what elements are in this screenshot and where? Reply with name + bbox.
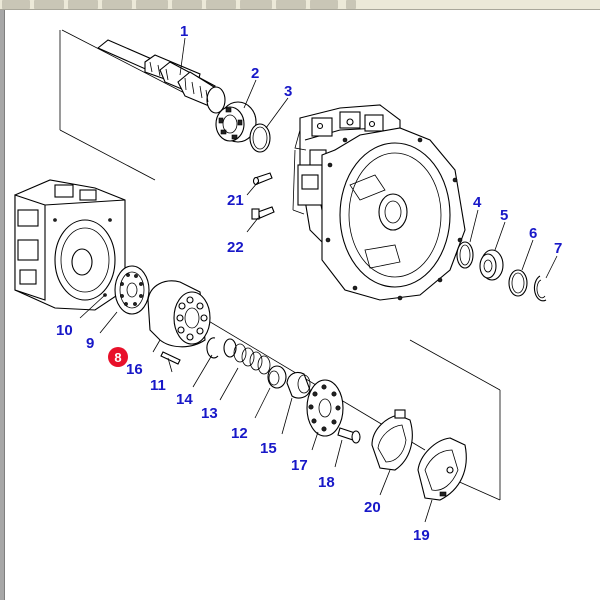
callout-2[interactable]: 2 xyxy=(251,65,259,82)
parts-diagram: 1 2 3 4 5 6 7 9 10 11 12 13 14 15 16 17 … xyxy=(5,10,600,600)
callout-10[interactable]: 10 xyxy=(56,322,73,339)
menu-item[interactable] xyxy=(102,0,132,9)
bearing-part xyxy=(215,101,257,143)
menu-item[interactable] xyxy=(136,0,168,9)
callout-20[interactable]: 20 xyxy=(364,499,381,516)
retainer-plate-part xyxy=(306,379,344,437)
bushing-part xyxy=(286,371,311,399)
pin-part-11 xyxy=(160,351,181,365)
menu-item[interactable] xyxy=(68,0,98,9)
swash-plate-part xyxy=(371,409,413,471)
callout-3[interactable]: 3 xyxy=(284,83,292,100)
callout-8-highlight[interactable]: 8 xyxy=(108,347,128,367)
snap-ring-part xyxy=(249,123,271,153)
menu-bar xyxy=(0,0,600,10)
menu-item[interactable] xyxy=(240,0,272,9)
pump-housing xyxy=(292,104,466,301)
callout-15[interactable]: 15 xyxy=(260,440,277,457)
callout-1[interactable]: 1 xyxy=(180,23,188,40)
callout-8[interactable]: 8 xyxy=(114,350,121,365)
callout-17[interactable]: 17 xyxy=(291,457,308,474)
menu-item[interactable] xyxy=(34,0,64,9)
callout-22[interactable]: 22 xyxy=(227,239,244,256)
menu-item[interactable] xyxy=(276,0,306,9)
callout-11[interactable]: 11 xyxy=(150,377,166,394)
highlight-marker xyxy=(108,347,128,367)
callout-labels: 1 2 3 4 5 6 7 9 10 11 12 13 14 15 16 17 … xyxy=(56,23,562,544)
valve-plate-part xyxy=(114,265,150,315)
callout-16[interactable]: 16 xyxy=(126,361,143,378)
snap-ring-part-14 xyxy=(206,337,219,359)
bolt-part xyxy=(251,206,275,220)
callout-6[interactable]: 6 xyxy=(529,225,537,242)
callout-18[interactable]: 18 xyxy=(318,474,335,491)
menu-item[interactable] xyxy=(310,0,338,9)
callout-13[interactable]: 13 xyxy=(201,405,218,422)
menu-item[interactable] xyxy=(206,0,236,9)
shaft-part xyxy=(96,39,226,114)
collar-part xyxy=(267,365,287,389)
callout-19[interactable]: 19 xyxy=(413,527,430,544)
callout-21[interactable]: 21 xyxy=(227,192,244,209)
menu-item[interactable] xyxy=(172,0,202,9)
callout-9[interactable]: 9 xyxy=(86,335,94,352)
end-housing xyxy=(14,179,126,311)
callout-7[interactable]: 7 xyxy=(554,240,562,257)
callout-12[interactable]: 12 xyxy=(231,425,248,442)
cylinder-block-part xyxy=(147,280,211,348)
callout-5[interactable]: 5 xyxy=(500,207,508,224)
bearing-part-5 xyxy=(479,249,504,281)
ring-part-4 xyxy=(456,241,474,269)
callout-4[interactable]: 4 xyxy=(473,194,482,211)
window-frame xyxy=(0,10,5,600)
pin-part-18 xyxy=(337,427,361,444)
pin-part xyxy=(252,172,273,186)
menu-item[interactable] xyxy=(346,0,356,9)
ring-part-6 xyxy=(508,269,528,297)
cradle-part xyxy=(417,437,467,501)
menu-item[interactable] xyxy=(2,0,30,9)
spring-part xyxy=(223,338,271,375)
callout-14[interactable]: 14 xyxy=(176,391,193,408)
leader-lines xyxy=(79,37,558,523)
snap-ring-part-7 xyxy=(533,275,547,302)
